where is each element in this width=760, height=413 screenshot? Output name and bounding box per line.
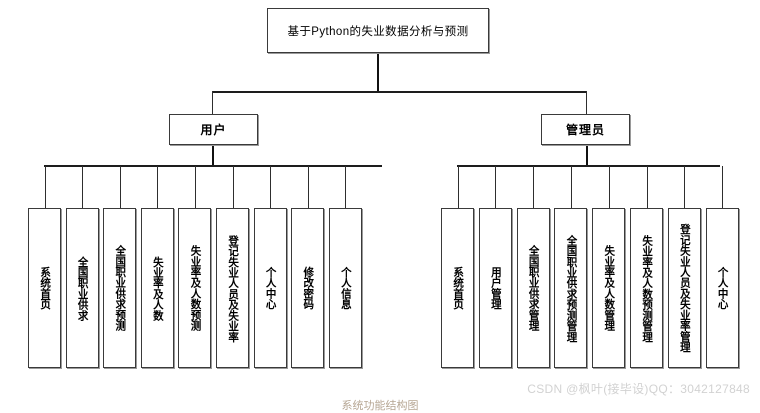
node-leaf-user-2[interactable]: 全国职业供求预测 [103, 208, 137, 368]
node-root-title-label: 基于Python的失业数据分析与预测 [287, 25, 469, 38]
connector-leaf-drop [307, 166, 309, 208]
node-leaf-user-8[interactable]: 个人信息 [328, 208, 362, 368]
node-leaf-user-7[interactable]: 修改密码 [291, 208, 325, 368]
node-leaf-admin-7[interactable]: 个人中心 [705, 208, 739, 368]
connector-leaf-drop [157, 166, 159, 208]
node-leaf-label: 失业率及人数管理 [603, 245, 616, 331]
node-leaf-user-4[interactable]: 失业率及人数预测 [178, 208, 212, 368]
connector-leaf-drop [646, 166, 648, 208]
connector-leaf-drop [44, 166, 46, 208]
connector-root-down [377, 53, 379, 92]
node-leaf-label: 失业率及人数预测 [189, 245, 202, 331]
node-leaf-user-6[interactable]: 个人中心 [253, 208, 287, 368]
connector-bus-to-admin [586, 91, 587, 114]
node-branch-user-label: 用户 [200, 123, 227, 137]
node-leaf-label: 登记失业人员及失业率 [227, 234, 240, 342]
node-leaf-label: 个人中心 [264, 266, 277, 310]
connector-leaf-drop [570, 166, 572, 208]
node-branch-admin-label: 管理员 [565, 123, 605, 137]
node-leaf-admin-2[interactable]: 全国职业供求管理 [516, 208, 550, 368]
node-leaf-label: 系统首页 [39, 266, 52, 310]
node-leaf-label: 全国职业供求预测管理 [565, 234, 578, 342]
node-leaf-label: 系统首页 [452, 266, 465, 310]
connector-leaf-drop [533, 166, 535, 208]
node-leaf-label: 失业率及人数预测管理 [641, 234, 654, 342]
node-leaf-label: 失业率及人数 [151, 255, 164, 321]
node-leaf-label: 个人中心 [716, 266, 729, 310]
node-leaf-label: 全国职业供求预测 [114, 245, 127, 331]
diagram-caption: 系统功能结构图 [341, 400, 419, 412]
connector-leaf-drop [270, 166, 272, 208]
connector-bus-to-user [212, 91, 213, 114]
connector-leaf-drop [722, 166, 724, 208]
node-branch-admin[interactable]: 管理员 [541, 114, 630, 145]
connector-user-leaf-bus [44, 165, 382, 167]
node-branch-user[interactable]: 用户 [169, 114, 258, 145]
connector-leaf-drop [82, 166, 84, 208]
node-leaf-admin-0[interactable]: 系统首页 [441, 208, 474, 368]
connector-leaf-drop [345, 166, 347, 208]
connector-leaf-drop [119, 166, 121, 208]
node-leaf-label: 全国职业供求管理 [527, 245, 540, 331]
node-leaf-admin-5[interactable]: 失业率及人数预测管理 [630, 208, 663, 368]
node-leaf-user-3[interactable]: 失业率及人数 [140, 208, 174, 368]
node-leaf-user-1[interactable]: 全国职业供求 [65, 208, 99, 368]
node-leaf-label: 个人信息 [339, 266, 352, 310]
node-leaf-label: 登记失业人员及失业率管理 [678, 223, 691, 353]
connector-leaf-drop [684, 166, 686, 208]
node-leaf-admin-6[interactable]: 登记失业人员及失业率管理 [667, 208, 701, 368]
node-leaf-admin-1[interactable]: 用户管理 [478, 208, 512, 368]
node-leaf-admin-3[interactable]: 全国职业供求预测管理 [554, 208, 588, 368]
connector-leaf-drop [608, 166, 610, 208]
node-leaf-admin-4[interactable]: 失业率及人数管理 [592, 208, 626, 368]
node-leaf-label: 用户管理 [489, 266, 502, 310]
node-leaf-user-0[interactable]: 系统首页 [28, 208, 61, 368]
node-root-title[interactable]: 基于Python的失业数据分析与预测 [267, 8, 489, 53]
connector-level2-bus [212, 91, 587, 93]
node-leaf-label: 修改密码 [302, 266, 315, 310]
watermark-text: CSDN @枫叶(接毕设)QQ：3042127848 [527, 382, 750, 396]
node-leaf-user-5[interactable]: 登记失业人员及失业率 [216, 208, 249, 368]
connector-leaf-drop [457, 166, 459, 208]
connector-leaf-drop [232, 166, 234, 208]
connector-user-down [212, 145, 214, 166]
node-leaf-label: 全国职业供求 [76, 255, 89, 321]
connector-leaf-drop [194, 166, 196, 208]
connector-leaf-drop [495, 166, 497, 208]
connector-admin-leaf-bus [457, 165, 720, 167]
connector-admin-down [586, 145, 588, 166]
